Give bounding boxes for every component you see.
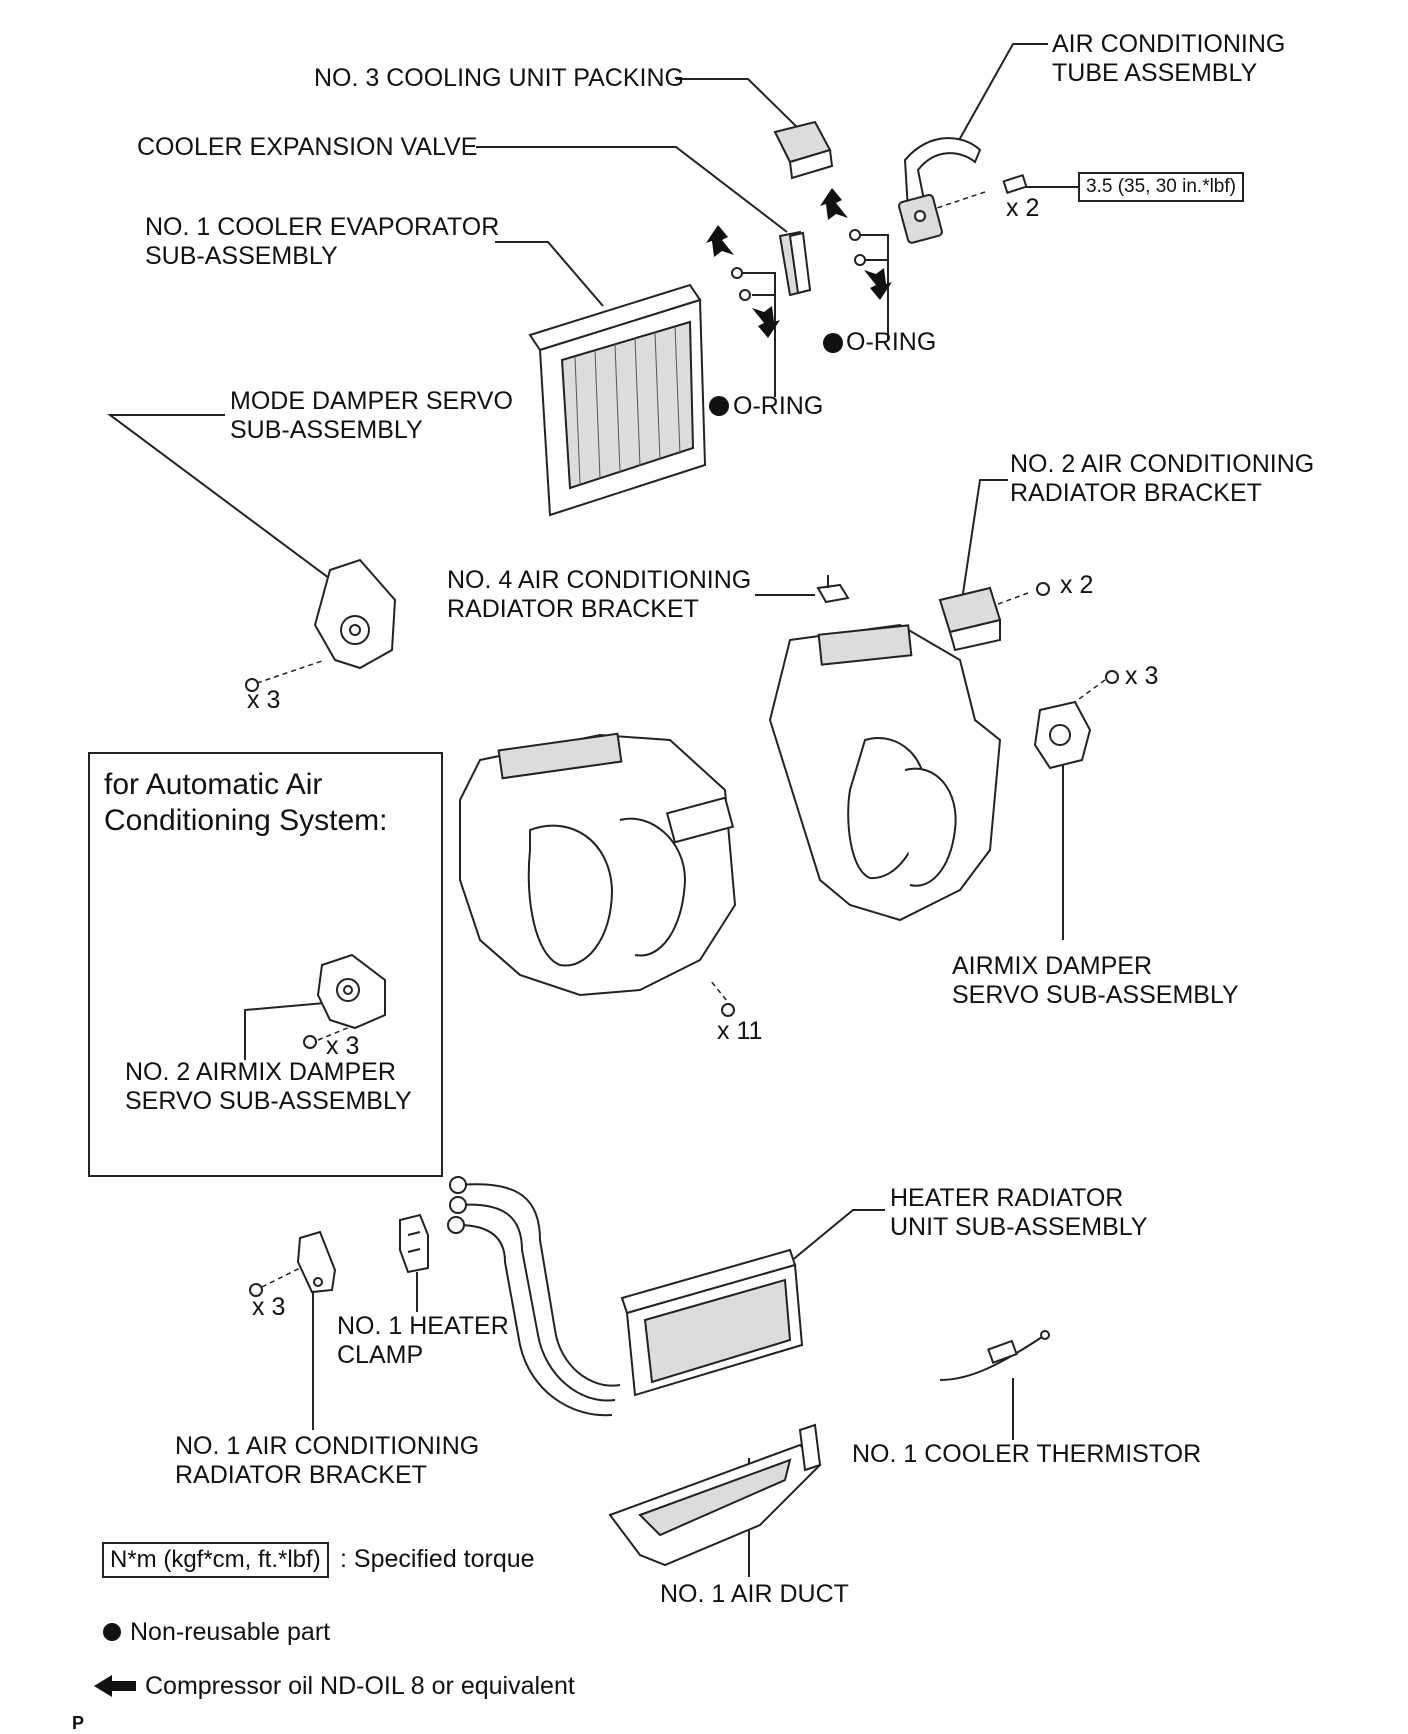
- cooling-unit-packing-part: [773, 120, 834, 180]
- left-case-part: [459, 732, 737, 997]
- label-expansion-valve: COOLER EXPANSION VALVE: [137, 133, 478, 161]
- label-airmix-1: AIRMIX DAMPER: [952, 952, 1153, 980]
- label-heater-radiator-1: HEATER RADIATOR: [890, 1184, 1124, 1212]
- no1-bracket-part: [296, 1230, 337, 1294]
- no2-airmix-servo-part: [316, 953, 386, 1030]
- label-evaporator-2: SUB-ASSEMBLY: [145, 242, 338, 270]
- o-ring-left-dot-icon: [709, 396, 729, 416]
- label-no1-bracket-2: RADIATOR BRACKET: [175, 1461, 427, 1489]
- label-ac-tube-1: AIR CONDITIONING: [1052, 30, 1286, 58]
- label-heater-clamp-1: NO. 1 HEATER: [337, 1312, 509, 1340]
- qty-no1-bracket-screws: x 3: [252, 1293, 286, 1321]
- qty-no2-bracket-screws: x 2: [1060, 571, 1094, 599]
- qty-tube-bolts: x 2: [1006, 194, 1040, 222]
- label-ac-tube-2: TUBE ASSEMBLY: [1052, 59, 1258, 87]
- label-mode-servo-1: MODE DAMPER SERVO: [230, 387, 513, 415]
- automatic-ac-inset: [88, 752, 443, 1177]
- label-thermistor: NO. 1 COOLER THERMISTOR: [852, 1440, 1202, 1468]
- right-case-part: [768, 623, 1002, 922]
- label-no1-bracket-1: NO. 1 AIR CONDITIONING: [175, 1432, 480, 1460]
- label-o-ring-right: O-RING: [846, 328, 937, 356]
- legend-nonreusable-text: Non-reusable part: [130, 1618, 331, 1646]
- qty-no2-airmix-screws: x 3: [326, 1032, 360, 1060]
- label-no2-airmix-1: NO. 2 AIRMIX DAMPER: [125, 1058, 396, 1086]
- label-cooling-unit-packing: NO. 3 COOLING UNIT PACKING: [314, 64, 684, 92]
- inset-title-1: for Automatic Air: [104, 768, 323, 801]
- label-evaporator-1: NO. 1 COOLER EVAPORATOR: [145, 213, 500, 241]
- qty-mode-servo-screws: x 3: [247, 686, 281, 714]
- oil-arrow-legend-icon: [94, 1675, 136, 1697]
- o-ring-right-dot-icon: [823, 333, 843, 353]
- nonreusable-dot-icon: [103, 1623, 121, 1641]
- label-no2-airmix-2: SERVO SUB-ASSEMBLY: [125, 1087, 412, 1115]
- fasteners: [245, 173, 1119, 1297]
- label-no4-bracket-1: NO. 4 AIR CONDITIONING: [447, 566, 752, 594]
- mode-damper-servo-part: [313, 558, 397, 670]
- page-code: P: [72, 1713, 85, 1733]
- label-air-duct: NO. 1 AIR DUCT: [660, 1580, 849, 1608]
- no2-bracket-part: [938, 586, 1002, 652]
- o-rings: [731, 229, 866, 301]
- torque-spec-box: 3.5 (35, 30 in.*lbf): [1078, 172, 1244, 202]
- label-o-ring-left: O-RING: [733, 392, 824, 420]
- label-no4-bracket-2: RADIATOR BRACKET: [447, 595, 699, 623]
- ac-tube-assembly-part: [898, 137, 982, 244]
- inset-title-2: Conditioning System:: [104, 804, 388, 837]
- expansion-valve-part: [778, 230, 812, 297]
- evaporator-part: [528, 283, 707, 517]
- heater-clamp-part: [399, 1213, 429, 1274]
- heater-radiator-part: [447, 1176, 804, 1417]
- label-heater-clamp-2: CLAMP: [337, 1341, 424, 1369]
- thermistor-part: [939, 1330, 1050, 1381]
- label-mode-servo-2: SUB-ASSEMBLY: [230, 416, 423, 444]
- legend-torque-text: : Specified torque: [340, 1545, 535, 1573]
- label-no2-bracket-1: NO. 2 AIR CONDITIONING: [1010, 450, 1315, 478]
- no4-bracket-part: [816, 575, 850, 604]
- airmix-servo-part: [1033, 700, 1092, 770]
- legend-symbols: [94, 333, 843, 1697]
- legend-torque-box: N*m (kgf*cm, ft.*lbf): [102, 1542, 329, 1578]
- label-airmix-2: SERVO SUB-ASSEMBLY: [952, 981, 1239, 1009]
- qty-case-screws: x 11: [717, 1017, 763, 1045]
- label-heater-radiator-2: UNIT SUB-ASSEMBLY: [890, 1213, 1148, 1241]
- legend-oil-text: Compressor oil ND-OIL 8 or equivalent: [145, 1672, 575, 1700]
- label-no2-bracket-2: RADIATOR BRACKET: [1010, 479, 1262, 507]
- air-duct-part: [608, 1423, 822, 1567]
- qty-airmix-screws: x 3: [1125, 662, 1159, 690]
- oil-arrows: [706, 188, 892, 338]
